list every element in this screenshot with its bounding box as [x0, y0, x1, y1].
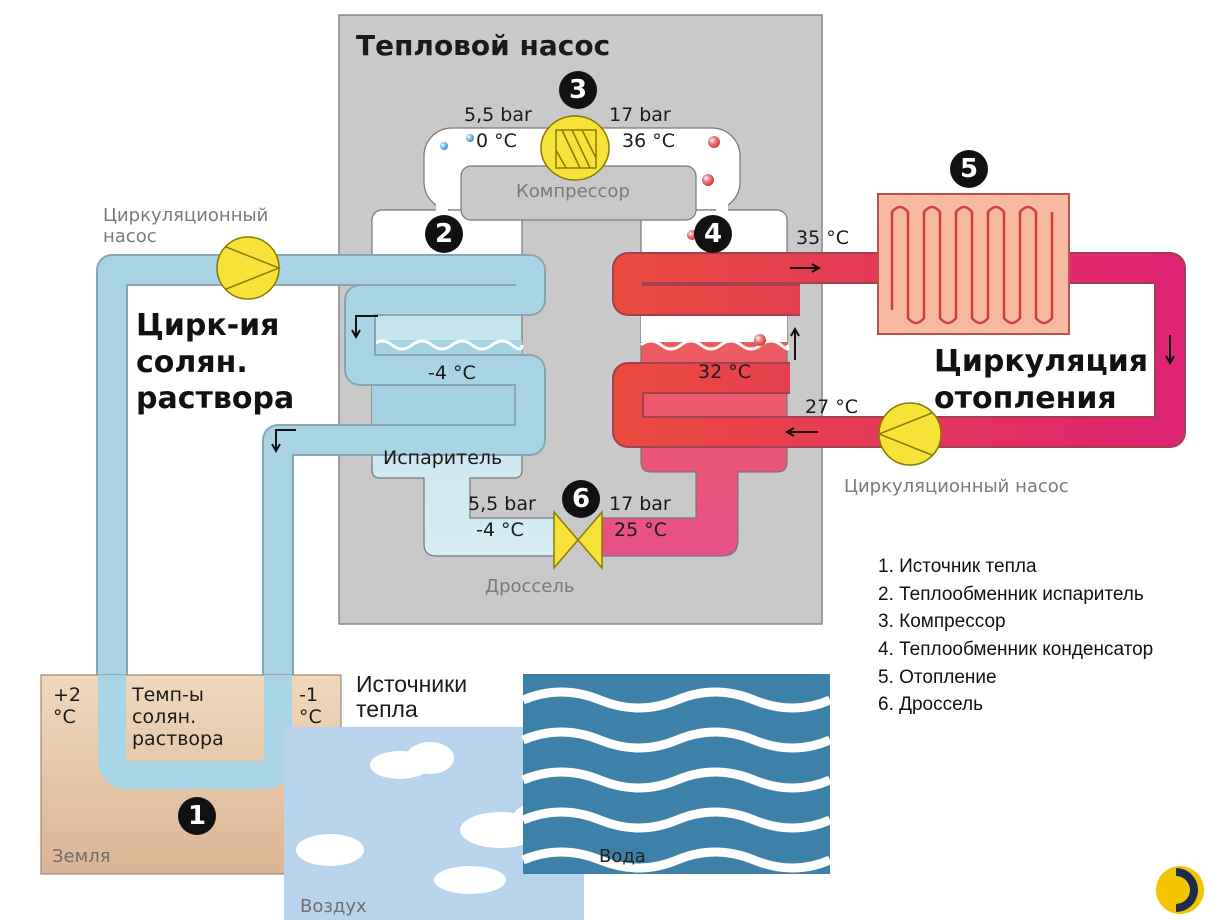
heating-label-line2: отопления — [934, 380, 1117, 416]
throttle-valve-icon — [553, 509, 603, 571]
source-temp-right-value: -1 — [299, 684, 318, 706]
number-badge-1: 1 — [178, 797, 216, 835]
legend-item: 2. Теплообменник испаритель — [878, 583, 1144, 605]
heat-pump-title: Тепловой насос — [356, 29, 611, 62]
brine-circulation-label: Цирк-ия солян. раствора — [136, 308, 294, 418]
source-temp-left: +2 °C — [53, 684, 81, 728]
radiator — [877, 193, 1070, 335]
waves — [521, 687, 832, 873]
earth-label: Земля — [52, 846, 111, 867]
legend-item: 4. Теплообменник конденсатор — [878, 639, 1154, 661]
throttle-pressure-in: 5,5 bar — [468, 493, 536, 515]
throttle-pressure-out: 17 bar — [609, 493, 671, 515]
source-temp-left-value: +2 — [53, 684, 82, 706]
pump-left-line2: насос — [103, 226, 157, 247]
pump-left-label: Циркуляционный насос — [103, 205, 268, 247]
compressor-icon — [540, 115, 610, 181]
brine-temp-line2: солян. — [132, 706, 197, 728]
compressor-pressure-out: 17 bar — [609, 104, 671, 126]
heating-return-temp: 27 °C — [805, 396, 858, 418]
heat-sources-title: Источники тепла — [356, 672, 467, 722]
compressor-temp-in: 0 °C — [476, 130, 517, 152]
number-badge-5: 5 — [950, 150, 988, 188]
air-label: Воздух — [300, 896, 367, 917]
brine-label-line2: солян. — [136, 344, 248, 380]
number-badge-4: 4 — [694, 215, 732, 253]
brine-loop-ground — [98, 675, 292, 789]
brine-label-line3: раствора — [136, 381, 295, 417]
corner-logo-icon — [1156, 866, 1204, 914]
condenser-temp: 32 °C — [698, 361, 751, 383]
number-badge-2: 2 — [425, 215, 463, 253]
heating-label-line1: Циркуляция — [934, 344, 1148, 379]
evaporator-temp: -4 °C — [428, 362, 476, 384]
heat-sources-title-line1: Источники — [356, 671, 468, 697]
throttle-temp-in: -4 °C — [476, 519, 524, 541]
circulation-pump-left-icon — [216, 236, 282, 300]
throttle-temp-out: 25 °C — [614, 519, 667, 541]
legend: 1. Источник тепла 2. Теплообменник испар… — [878, 556, 1153, 722]
brine-temp-line1: Темп-ы — [132, 684, 204, 706]
compressor-temp-out: 36 °C — [622, 130, 675, 152]
circulation-pump-right-icon — [876, 402, 942, 466]
source-temp-right: -1 °C — [299, 684, 322, 728]
brine-temp-line3: раствора — [132, 728, 224, 750]
legend-item: 5. Отопление — [878, 666, 997, 688]
heat-sources-title-line2: тепла — [356, 696, 418, 722]
refrigerant-droplets — [440, 134, 766, 346]
evaporator-label: Испаритель — [383, 447, 503, 469]
brine-temperature-label: Темп-ы солян. раствора — [132, 684, 224, 750]
compressor-label: Компрессор — [516, 181, 630, 202]
pump-left-line1: Циркуляционный — [103, 205, 269, 226]
pump-right-label: Циркуляционный насос — [844, 476, 1069, 497]
source-temp-right-unit: °C — [299, 706, 322, 728]
number-badge-6: 6 — [562, 480, 600, 518]
legend-item: 1. Источник тепла — [878, 556, 1037, 577]
legend-item: 6. Дроссель — [878, 694, 984, 716]
source-temp-left-unit: °C — [53, 706, 76, 728]
legend-item: 3. Компрессор — [878, 611, 1006, 633]
heating-circulation-label: Циркуляция отопления — [934, 344, 1148, 417]
heating-supply-temp: 35 °C — [796, 227, 849, 249]
water-label: Вода — [599, 846, 646, 867]
brine-label-line1: Цирк-ия — [136, 308, 280, 343]
throttle-label: Дроссель — [485, 576, 575, 597]
compressor-pressure-in: 5,5 bar — [464, 104, 532, 126]
number-badge-3: 3 — [559, 71, 597, 109]
